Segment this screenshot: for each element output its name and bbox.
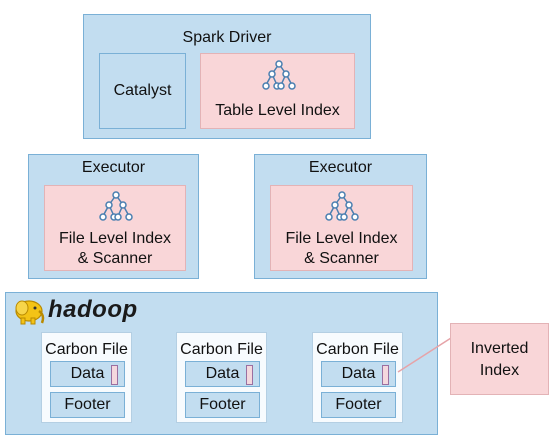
data-label: Data [70,365,105,382]
data-label: Data [341,365,376,382]
spark-driver-box: Spark Driver Catalyst Table Level Index [83,14,371,139]
footer-label: Footer [199,396,246,413]
data-label: Data [205,365,240,382]
carbon-file-box: Carbon File Data Footer [176,332,267,423]
tree-hierarchy-icon [261,59,297,93]
scanner-label: & Scanner [77,250,153,267]
file-level-index-label: File Level Index [58,230,172,247]
hadoop-box: hadoop Carbon File Data Footer Carbon Fi… [5,292,438,435]
file-level-index-label: File Level Index [285,230,398,247]
scanner-label: & Scanner [304,250,379,267]
tree-hierarchy-icon [324,190,360,224]
table-level-index-box: Table Level Index [200,53,355,129]
hadoop-logo: hadoop [12,295,152,327]
index-label: Index [479,362,520,379]
data-block: Data [321,361,396,387]
inverted-index-marker [246,365,253,385]
data-block: Data [50,361,125,387]
carbon-file-box: Carbon File Data Footer [312,332,403,423]
executor-title: Executor [308,159,373,176]
executor-box-1: Executor File Level Index & Scanner [28,154,199,279]
tree-hierarchy-icon [98,190,134,224]
hadoop-elephant-icon [12,297,46,330]
carbon-file-title: Carbon File [316,341,399,358]
inverted-label: Inverted [470,340,529,357]
table-level-index-label: Table Level Index [215,102,340,119]
file-level-index-box: File Level Index & Scanner [270,185,413,271]
executor-box-2: Executor File Level Index & Scanner [254,154,427,279]
data-block: Data [185,361,260,387]
footer-block: Footer [185,392,260,418]
catalyst-box: Catalyst [99,53,186,129]
executor-title: Executor [81,159,146,176]
footer-block: Footer [321,392,396,418]
footer-block: Footer [50,392,125,418]
hadoop-logo-text: hadoop [48,296,138,323]
footer-label: Footer [335,396,382,413]
carbon-file-box: Carbon File Data Footer [41,332,132,423]
carbon-file-title: Carbon File [45,341,128,358]
file-level-index-box: File Level Index & Scanner [44,185,186,271]
inverted-index-marker [382,365,389,385]
inverted-index-callout: Inverted Index [450,323,549,395]
inverted-index-marker [111,365,118,385]
footer-label: Footer [64,396,111,413]
carbon-file-title: Carbon File [180,341,263,358]
catalyst-label: Catalyst [113,82,172,99]
spark-driver-title: Spark Driver [182,29,272,46]
